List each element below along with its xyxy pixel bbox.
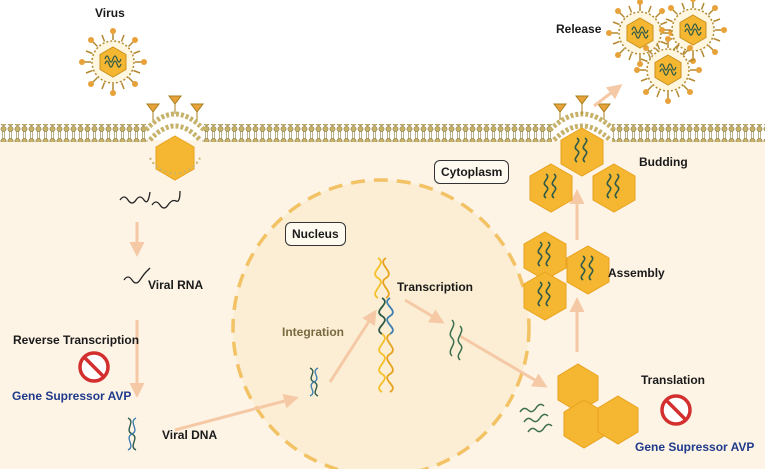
mrna-transcripts — [449, 319, 463, 361]
label-integration: Integration — [282, 325, 344, 339]
released-virions — [605, 0, 728, 105]
label-translation: Translation — [641, 373, 706, 387]
label-reverse-transcription: Reverse Transcription — [13, 333, 140, 347]
uncoated-rna — [119, 190, 181, 209]
label-virus: Virus — [95, 6, 125, 20]
nucleus-envelope — [231, 178, 531, 469]
label-viral-rna: Viral RNA — [148, 278, 204, 292]
label-cytoplasm: Cytoplasm — [434, 160, 510, 184]
entering-capsid — [155, 135, 195, 181]
label-budding: Budding — [639, 155, 688, 169]
prohibit-icon — [660, 394, 692, 426]
label-assembly: Assembly — [608, 266, 665, 280]
translation-capsids — [557, 363, 639, 449]
prohibit-icon — [78, 351, 110, 383]
host-dna-integrated — [374, 257, 394, 393]
label-gene-suppressor-right: Gene Supressor AVP — [635, 440, 755, 454]
label-transcription: Transcription — [397, 280, 474, 294]
cytoplasm-mrna — [519, 403, 553, 433]
entry-spikes — [146, 95, 611, 120]
cell-membrane — [0, 111, 765, 142]
integration-helix — [309, 367, 319, 397]
viral-dna-helix — [127, 417, 137, 451]
label-nucleus: Nucleus — [285, 222, 346, 246]
label-viral-dna: Viral DNA — [162, 428, 218, 442]
label-release: Release — [556, 22, 602, 36]
virus-icon — [78, 27, 148, 97]
pathway-arrows — [129, 84, 623, 432]
viral-rna-strand — [123, 267, 151, 284]
label-gene-suppressor-left: Gene Supressor AVP — [12, 389, 132, 403]
